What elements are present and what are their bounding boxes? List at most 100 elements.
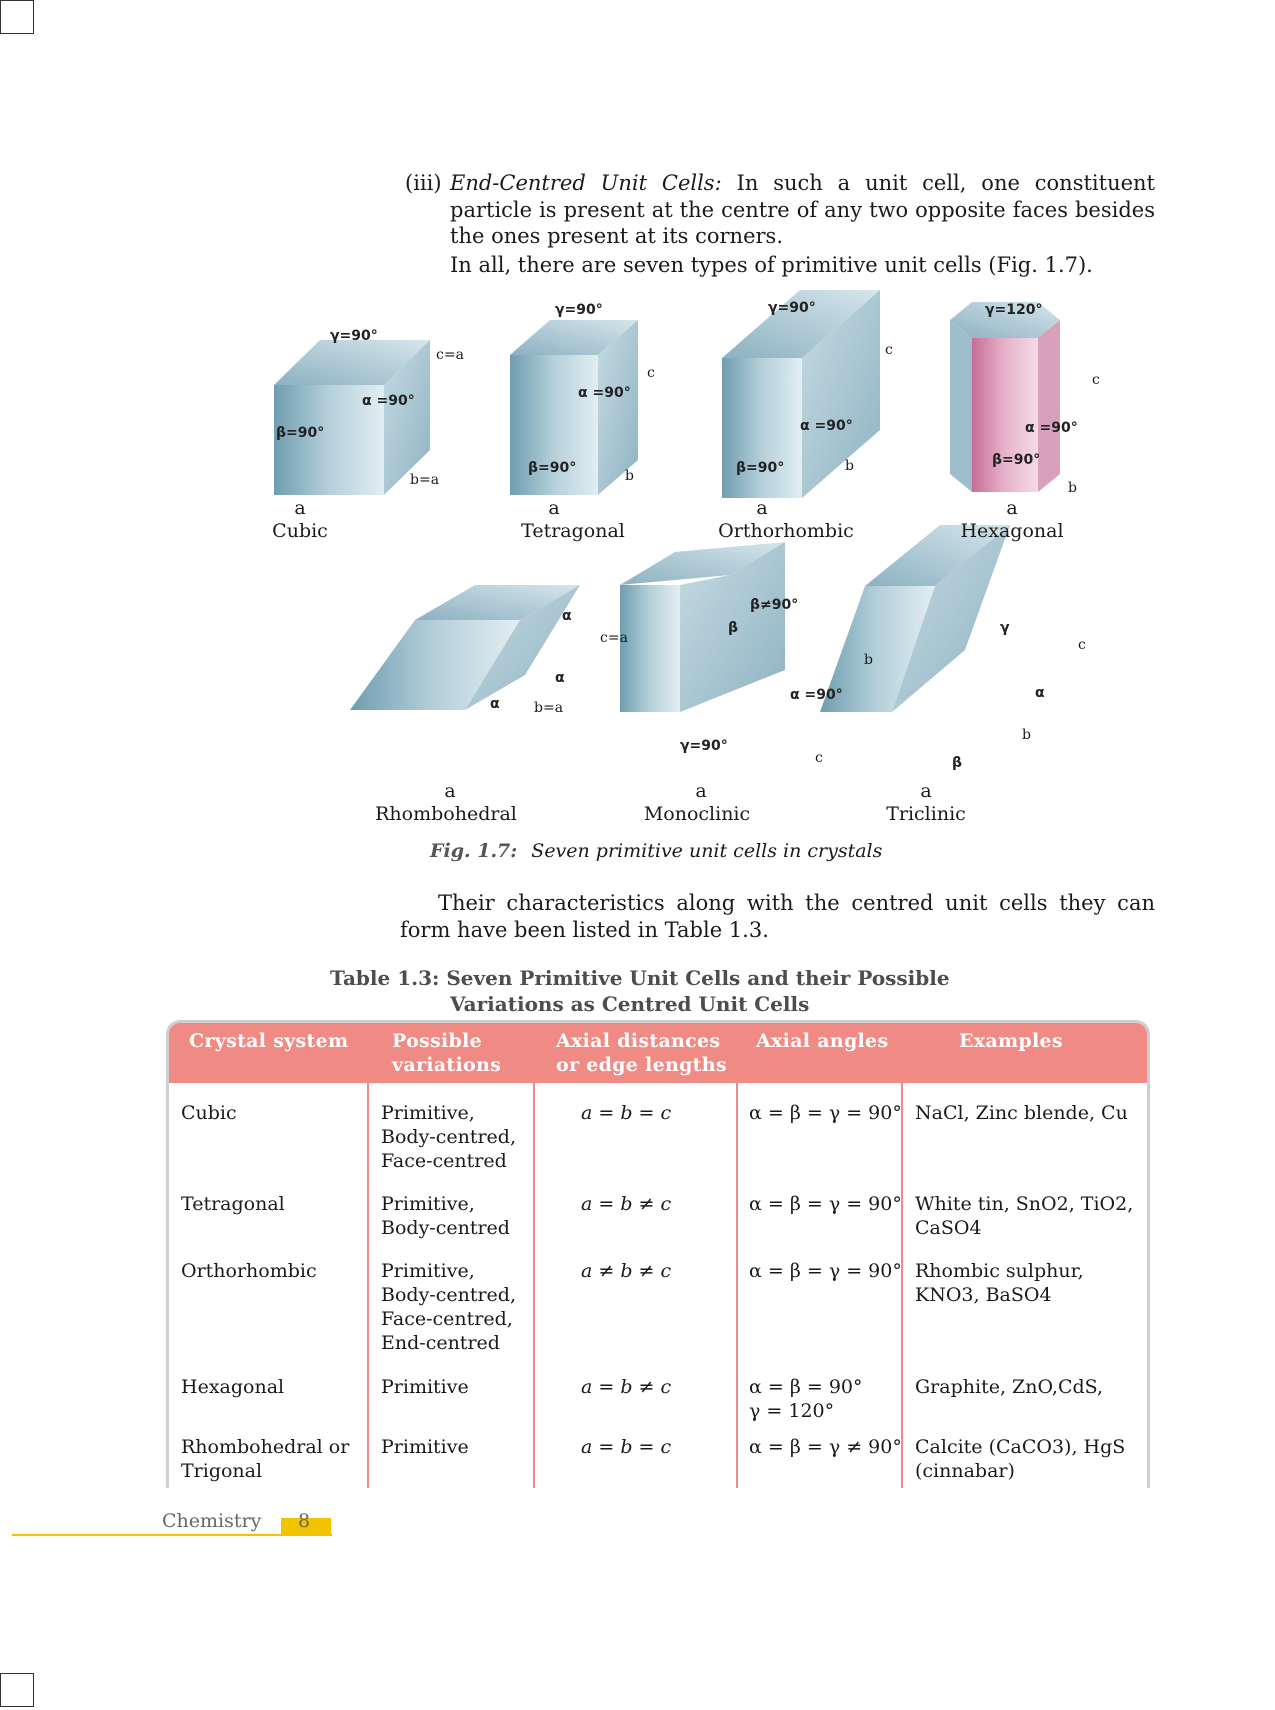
- rhombohedral-alpha-side: α: [555, 670, 565, 686]
- row-orthorhombic-angles: α = β = γ = 90°: [749, 1260, 902, 1282]
- monoclinic-gamma-label: γ=90°: [680, 738, 728, 754]
- row-rhombohedral-variations: Primitive: [381, 1436, 469, 1458]
- monoclinic-b-label: b: [864, 652, 873, 668]
- item-body: In such a unit cell, one constituent par…: [450, 171, 1155, 248]
- header-crystal-system: Crystal system: [189, 1030, 349, 1052]
- row-orthorhombic-examples: Rhombic sulphur, KNO3, BaSO4: [915, 1260, 1084, 1306]
- tetragonal-alpha-label: α =90°: [578, 385, 631, 401]
- row-cubic-variations: Primitive, Body-centred, Face-centred: [381, 1102, 517, 1172]
- tetragonal-name: Tetragonal: [521, 520, 625, 542]
- triclinic-cell: [820, 525, 1010, 712]
- row-rhombohedral-system: Rhombohedral or Trigonal: [181, 1436, 350, 1482]
- orthorhombic-beta-label: β=90°: [736, 460, 785, 476]
- header-examples: Examples: [959, 1030, 1063, 1052]
- header-axial-angles: Axial angles: [756, 1030, 889, 1052]
- footer-page-tab: [281, 1518, 331, 1534]
- crystal-systems-table: Crystal system Possible variations Axial…: [166, 1020, 1150, 1488]
- table-title-line1: Table 1.3: Seven Primitive Unit Cells an…: [330, 966, 950, 990]
- rhombohedral-alpha-top: α: [562, 608, 572, 624]
- cubic-a-label: a: [294, 497, 306, 519]
- cubic-alpha-label: α =90°: [362, 393, 415, 409]
- figure-caption-text: Seven primitive unit cells in crystals: [531, 840, 883, 862]
- row-rhombohedral-examples: Calcite (CaCO3), HgS (cinnabar): [915, 1436, 1126, 1482]
- tetragonal-gamma-label: γ=90°: [555, 302, 603, 318]
- row-hexagonal-angles: α = β = 90° γ = 120°: [749, 1376, 863, 1422]
- rhombohedral-a-label: a: [444, 780, 456, 802]
- header-possible-variations: Possible variations: [392, 1030, 502, 1076]
- orthorhombic-gamma-label: γ=90°: [768, 300, 816, 316]
- row-tetragonal-variations: Primitive, Body-centred: [381, 1193, 510, 1239]
- column-divider: [533, 1083, 535, 1488]
- triclinic-a-label: a: [920, 780, 932, 802]
- monoclinic-a-label: a: [695, 780, 707, 802]
- row-tetragonal-examples: White tin, SnO2, TiO2, CaSO4: [915, 1193, 1134, 1239]
- triclinic-c-label: c: [1078, 637, 1086, 653]
- monoclinic-beta-label: β≠90°: [750, 597, 799, 613]
- row-tetragonal-axial: a = b ≠ c: [581, 1193, 672, 1215]
- table-title-line2: Variations as Centred Unit Cells: [450, 992, 810, 1016]
- footer-rule: [12, 1534, 332, 1536]
- hexagonal-gamma-label: γ=120°: [985, 302, 1043, 318]
- row-rhombohedral-axial: a = b = c: [581, 1436, 672, 1458]
- tetragonal-beta-label: β=90°: [528, 460, 577, 476]
- hexagonal-name: Hexagonal: [960, 520, 1064, 542]
- page-number: 8: [298, 1510, 311, 1532]
- monoclinic-c-label: c: [815, 750, 823, 766]
- column-divider: [367, 1083, 369, 1488]
- cubic-beta-label: β=90°: [276, 425, 325, 441]
- item-heading: End-Centred Unit Cells:: [450, 171, 722, 195]
- figure-caption: Fig. 1.7: Seven primitive unit cells in c…: [430, 840, 882, 862]
- footer-subject: Chemistry: [162, 1510, 262, 1532]
- monoclinic-name: Monoclinic: [643, 803, 751, 825]
- row-cubic-angles: α = β = γ = 90°: [749, 1102, 902, 1124]
- rhombohedral-alpha-front: α: [490, 696, 500, 712]
- orthorhombic-a-label: a: [756, 497, 768, 519]
- tetragonal-a-label: a: [548, 497, 560, 519]
- header-axial-distances: Axial distances or edge lengths: [556, 1030, 727, 1076]
- hexagonal-alpha-label: α =90°: [1025, 420, 1078, 436]
- row-rhombohedral-angles: α = β = γ ≠ 90°: [749, 1436, 902, 1458]
- cubic-name: Cubic: [272, 520, 328, 542]
- monoclinic-alpha-label: α =90°: [790, 687, 843, 703]
- row-hexagonal-system: Hexagonal: [181, 1376, 285, 1398]
- row-tetragonal-system: Tetragonal: [181, 1193, 285, 1215]
- unit-cells-svg: [274, 290, 1060, 712]
- triclinic-gamma-symbol: γ: [1000, 620, 1010, 636]
- monoclinic-cell: [620, 542, 785, 712]
- hexagonal-a-label: a: [1006, 497, 1018, 519]
- cubic-b-label: b=a: [410, 472, 440, 488]
- triclinic-name: Triclinic: [886, 803, 966, 825]
- tetragonal-cell: [510, 320, 638, 495]
- figure-caption-number: Fig. 1.7:: [430, 840, 518, 862]
- table-intro-paragraph: Their characteristics along with the cen…: [400, 891, 1155, 942]
- row-orthorhombic-variations: Primitive, Body-centred, Face-centred, E…: [381, 1260, 517, 1354]
- crop-mark-bottom: [0, 1673, 34, 1707]
- triclinic-b-label: b: [1022, 727, 1031, 743]
- tetragonal-c-label: c: [647, 365, 655, 381]
- tetragonal-b-label: b: [625, 468, 634, 484]
- monoclinic-beta-symbol: β: [728, 620, 739, 636]
- orthorhombic-name: Orthorhombic: [718, 520, 854, 542]
- hexagonal-c-label: c: [1092, 372, 1100, 388]
- row-orthorhombic-axial: a ≠ b ≠ c: [581, 1260, 672, 1282]
- column-divider: [736, 1083, 738, 1488]
- hexagonal-cell: [950, 302, 1060, 492]
- orthorhombic-b-label: b: [845, 458, 854, 474]
- item-text: End-Centred Unit Cells: In such a unit c…: [450, 170, 1155, 250]
- row-cubic-system: Cubic: [181, 1102, 237, 1124]
- row-cubic-axial: a = b = c: [581, 1102, 672, 1124]
- item-number: (iii): [405, 171, 442, 195]
- column-divider: [901, 1083, 903, 1488]
- rhombohedral-name: Rhombohedral: [375, 803, 517, 825]
- seven-types-line: In all, there are seven types of primiti…: [450, 253, 1093, 277]
- orthorhombic-cell: [722, 290, 880, 498]
- cubic-cell: [274, 340, 430, 495]
- row-hexagonal-variations: Primitive: [381, 1376, 469, 1398]
- hexagonal-b-label: b: [1068, 480, 1077, 496]
- cubic-gamma-label: γ=90°: [330, 328, 378, 344]
- row-cubic-examples: NaCl, Zinc blende, Cu: [915, 1102, 1128, 1124]
- row-hexagonal-axial: a = b ≠ c: [581, 1376, 672, 1398]
- orthorhombic-alpha-label: α =90°: [800, 418, 853, 434]
- row-hexagonal-examples: Graphite, ZnO,CdS,: [915, 1376, 1104, 1398]
- hexagonal-beta-label: β=90°: [992, 452, 1041, 468]
